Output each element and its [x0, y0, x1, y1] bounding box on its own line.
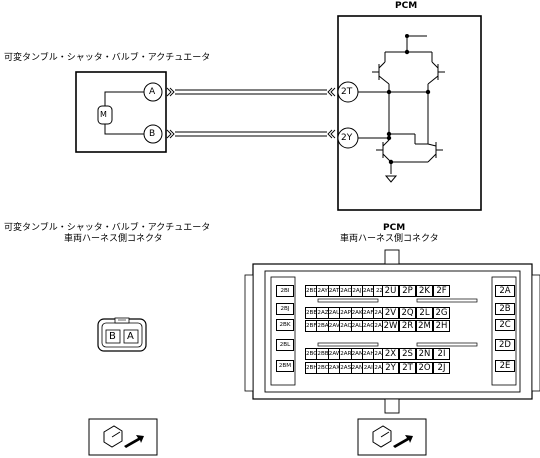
pcm-pin: 2A: [495, 285, 515, 297]
pcm-pin: 2D: [495, 339, 515, 351]
pcm-pin: 2S: [399, 348, 416, 360]
pcm-pin: 2J: [433, 362, 450, 374]
actuator-pin-a-label: A: [149, 87, 156, 97]
connector-view-icon: [357, 418, 427, 456]
pcm-pin: 2O: [416, 362, 433, 374]
pcm-pin: 2M: [416, 320, 433, 332]
pcm-pin: 2H: [433, 320, 450, 332]
actuator-pin-a: [143, 82, 163, 102]
pcm-pin: 2R: [399, 320, 416, 332]
pcm-pin: 2U: [382, 285, 399, 297]
pcm-pin: 2F: [433, 285, 450, 297]
pcm-pin: 2E: [495, 360, 515, 372]
pcm-title: PCM: [395, 1, 418, 11]
small-connector: [97, 317, 147, 352]
pcm-pin: 2K: [416, 285, 433, 297]
pcm-pin: 2X: [382, 348, 399, 360]
pcm-pin: 2AI: [362, 362, 375, 374]
motor-label: M: [100, 110, 107, 119]
pcm-pin: 2N: [416, 348, 433, 360]
h-bridge: [358, 35, 445, 183]
motor-symbol: [97, 105, 113, 125]
bottom-actuator-subtitle: 車両ハーネス側コネクタ: [64, 234, 163, 244]
pcm-pin: 2G: [433, 307, 450, 319]
pcm-pin: 2L: [416, 307, 433, 319]
pcm-pin: 2B: [495, 303, 515, 315]
pcm-pin: 2V: [382, 307, 399, 319]
pcm-pin: 2BM: [276, 360, 294, 372]
pcm-pin-2y-label: 2Y: [341, 133, 353, 143]
pcm-pin: 2BG: [305, 348, 318, 360]
actuator-pin-b-label: B: [149, 129, 156, 139]
actuator-pin-b: [143, 124, 163, 144]
small-connector-pin-b: B: [109, 331, 116, 342]
actuator-title: 可変タンブル・シャッタ・バルブ・アクチュエータ: [4, 53, 211, 63]
pcm-pin: 2C: [495, 319, 515, 331]
pcm-pin: 2P: [399, 285, 416, 297]
bottom-pcm-title: PCM: [383, 223, 406, 233]
bottom-actuator-title: 可変タンブル・シャッタ・バルブ・アクチュエータ: [4, 223, 211, 233]
actuator-box: [75, 71, 167, 153]
bottom-pcm-subtitle: 車両ハーネス側コネクタ: [340, 234, 439, 244]
pcm-pin: 2W: [382, 320, 399, 332]
pcm-pin: 2I: [433, 348, 450, 360]
pcm-pin: 2BL: [276, 339, 294, 351]
connector-view-icon: [88, 418, 158, 456]
pcm-pin: 2BK: [276, 319, 294, 331]
pcm-pin: 2Y: [382, 362, 399, 374]
pcm-pin: 2BJ: [276, 303, 294, 315]
pcm-pin: 2T: [399, 362, 416, 374]
pcm-pin-2t-label: 2T: [341, 87, 353, 97]
pcm-pin: 2BH: [305, 362, 318, 374]
pcm-pin: 2Q: [399, 307, 416, 319]
pcm-pin: 2BI: [276, 285, 294, 297]
pcm-pin: 2BE: [305, 307, 318, 319]
pcm-box: [337, 15, 482, 211]
small-connector-pin-a: A: [127, 331, 134, 342]
